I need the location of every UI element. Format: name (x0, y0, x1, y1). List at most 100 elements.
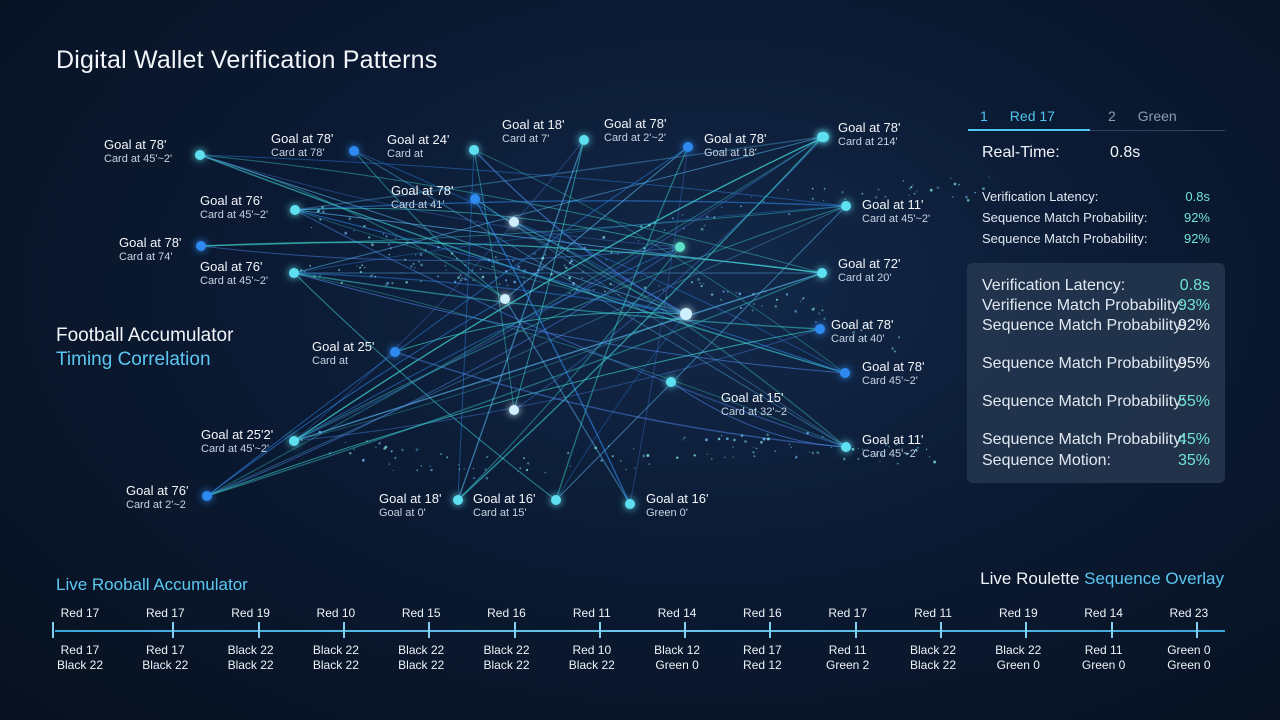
particle (517, 470, 519, 473)
timeline-top-label: Red 11 (572, 606, 611, 620)
particle (564, 267, 567, 269)
card-stat-value: 35% (1177, 452, 1210, 469)
particle (310, 226, 313, 229)
particle (818, 312, 821, 315)
particle (816, 451, 820, 455)
card-stat-value: 92% (1177, 317, 1210, 334)
stat-row: Sequence Match Probability:92% (982, 228, 1210, 249)
timeline-result-1: Red 17 (145, 643, 185, 657)
particle (806, 431, 809, 435)
particle (370, 243, 374, 247)
particle (916, 190, 918, 192)
node-label: Goal at 78'Goal at 18' (704, 131, 766, 161)
network-node (469, 145, 479, 155)
stat-value: 0.8s (1185, 189, 1210, 204)
particle (458, 468, 461, 471)
node-label-title: Goal at 11' (862, 432, 924, 447)
side-title-line2: Timing Correlation (56, 349, 211, 370)
network-edge (206, 136, 825, 497)
stat-label: Sequence Match Probability: (982, 231, 1148, 246)
card-stat-row: Sequence Match Probability:55% (982, 391, 1210, 412)
node-label-sub: Card at 74' (119, 251, 173, 263)
particle (523, 280, 525, 283)
node-label-title: Goal at 25'2' (201, 427, 274, 442)
card-stat-label: Sequence Match Probability: (982, 431, 1186, 448)
node-label: Goal at 78'Card at 40' (831, 317, 893, 347)
network-edge (293, 136, 823, 274)
particle (353, 448, 355, 450)
network-edge (293, 205, 847, 274)
timeline-result-1: Red 11 (1084, 643, 1123, 657)
network-edge (200, 205, 847, 247)
particle (303, 270, 306, 273)
particle (300, 438, 303, 441)
particle (958, 183, 961, 186)
particle (909, 187, 911, 190)
particle (374, 275, 377, 278)
network-edge (199, 154, 506, 300)
stat-label: Sequence Match Probability: (982, 210, 1148, 225)
particle (461, 277, 463, 280)
timeline-tick (598, 622, 601, 638)
particle (416, 469, 419, 472)
particle (690, 281, 693, 284)
particle (523, 457, 525, 459)
node-label-title: Goal at 78' (271, 131, 334, 146)
particle (951, 195, 954, 198)
particle (982, 187, 985, 190)
stat-label: Verification Latency: (982, 189, 1099, 204)
timeline-result-2: Black 22 (398, 658, 445, 672)
particle (471, 269, 474, 272)
timeline-result-2: Black 22 (227, 658, 274, 672)
particle (383, 447, 386, 450)
particle (928, 456, 931, 458)
side-title-line1: Football Accumulator (56, 325, 234, 346)
particle (364, 266, 366, 269)
timeline-result-2: Black 22 (568, 658, 615, 672)
particle (575, 288, 579, 291)
node-label-sub: Card 45'~2' (862, 375, 918, 387)
particle (382, 233, 385, 235)
network-node (289, 436, 299, 446)
realtime-label: Real-Time: (982, 144, 1060, 161)
particle (572, 263, 574, 266)
node-label-sub: Card at 32'~2 (721, 406, 788, 418)
node-label-sub: Card at (387, 148, 424, 160)
particle (697, 277, 701, 281)
node-label: Goal at 11'Card 45'~2' (862, 432, 924, 462)
particle (504, 279, 508, 282)
particle (415, 254, 417, 256)
particle (537, 269, 539, 271)
particle (400, 272, 403, 274)
particle (415, 448, 419, 452)
particle (726, 291, 729, 293)
particle (437, 275, 439, 278)
timeline-tick (1195, 622, 1198, 638)
particle (740, 205, 742, 208)
particle (344, 231, 348, 235)
particle (568, 261, 572, 265)
particle (487, 258, 491, 261)
particle (640, 275, 643, 278)
particle (799, 300, 802, 303)
particle (750, 196, 753, 198)
node-label: Goal at 15'Card at 32'~2 (721, 390, 787, 420)
network-edge (474, 198, 847, 448)
timeline-top-label: Red 19 (998, 606, 1038, 620)
network-edge (394, 351, 847, 448)
network-edge (457, 139, 585, 501)
particle (517, 277, 519, 280)
particle (321, 205, 325, 209)
network-edge (293, 136, 823, 442)
particle (544, 253, 547, 256)
network-node (290, 205, 300, 215)
network-edge (457, 136, 823, 501)
hub-node (509, 217, 519, 227)
timeline-tick (769, 622, 772, 638)
particle (848, 324, 851, 327)
